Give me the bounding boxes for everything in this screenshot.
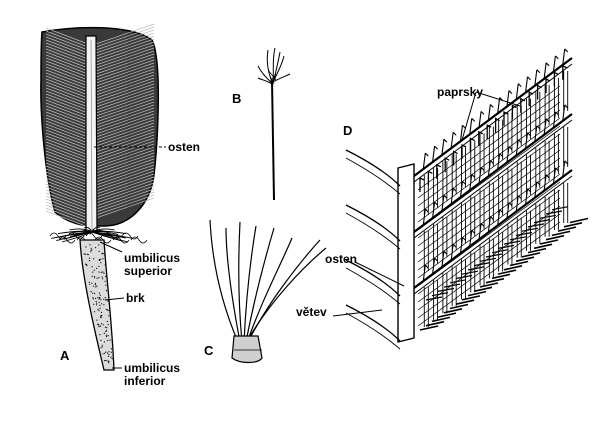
barbs-left: [345, 149, 401, 350]
panel-label-d: D: [343, 123, 352, 138]
label-umbilicus-inferior-line1: umbilicus: [124, 361, 180, 375]
panel-b-filoplume: B: [232, 47, 291, 201]
label-umbilicus-inferior-line2: inferior: [124, 374, 166, 388]
label-osten-a: osten: [168, 140, 200, 154]
label-brk: brk: [126, 291, 145, 305]
vane-barb-lines: [45, 23, 155, 228]
rachis-d: [397, 163, 415, 343]
panel-label-a: A: [60, 348, 70, 363]
panel-a-feather: osten umbilicus superior brk umbilicus i…: [40, 23, 200, 388]
panel-label-b: B: [232, 91, 241, 106]
calamus-texture: [83, 244, 113, 364]
barbule-lattice: [413, 48, 589, 331]
panel-c-down-base: C: [204, 219, 327, 364]
label-osten-d: osten: [325, 252, 357, 266]
label-paprsky: paprsky: [437, 85, 483, 99]
label-umbilicus-superior-line2: superior: [124, 264, 172, 278]
label-umbilicus-superior-line1: umbilicus: [124, 251, 180, 265]
panel-label-c: C: [204, 343, 214, 358]
downy-barbs: [49, 226, 148, 244]
label-vetev: větev: [296, 305, 327, 319]
panel-d-vane-structure: paprsky osten větev D: [296, 48, 589, 350]
